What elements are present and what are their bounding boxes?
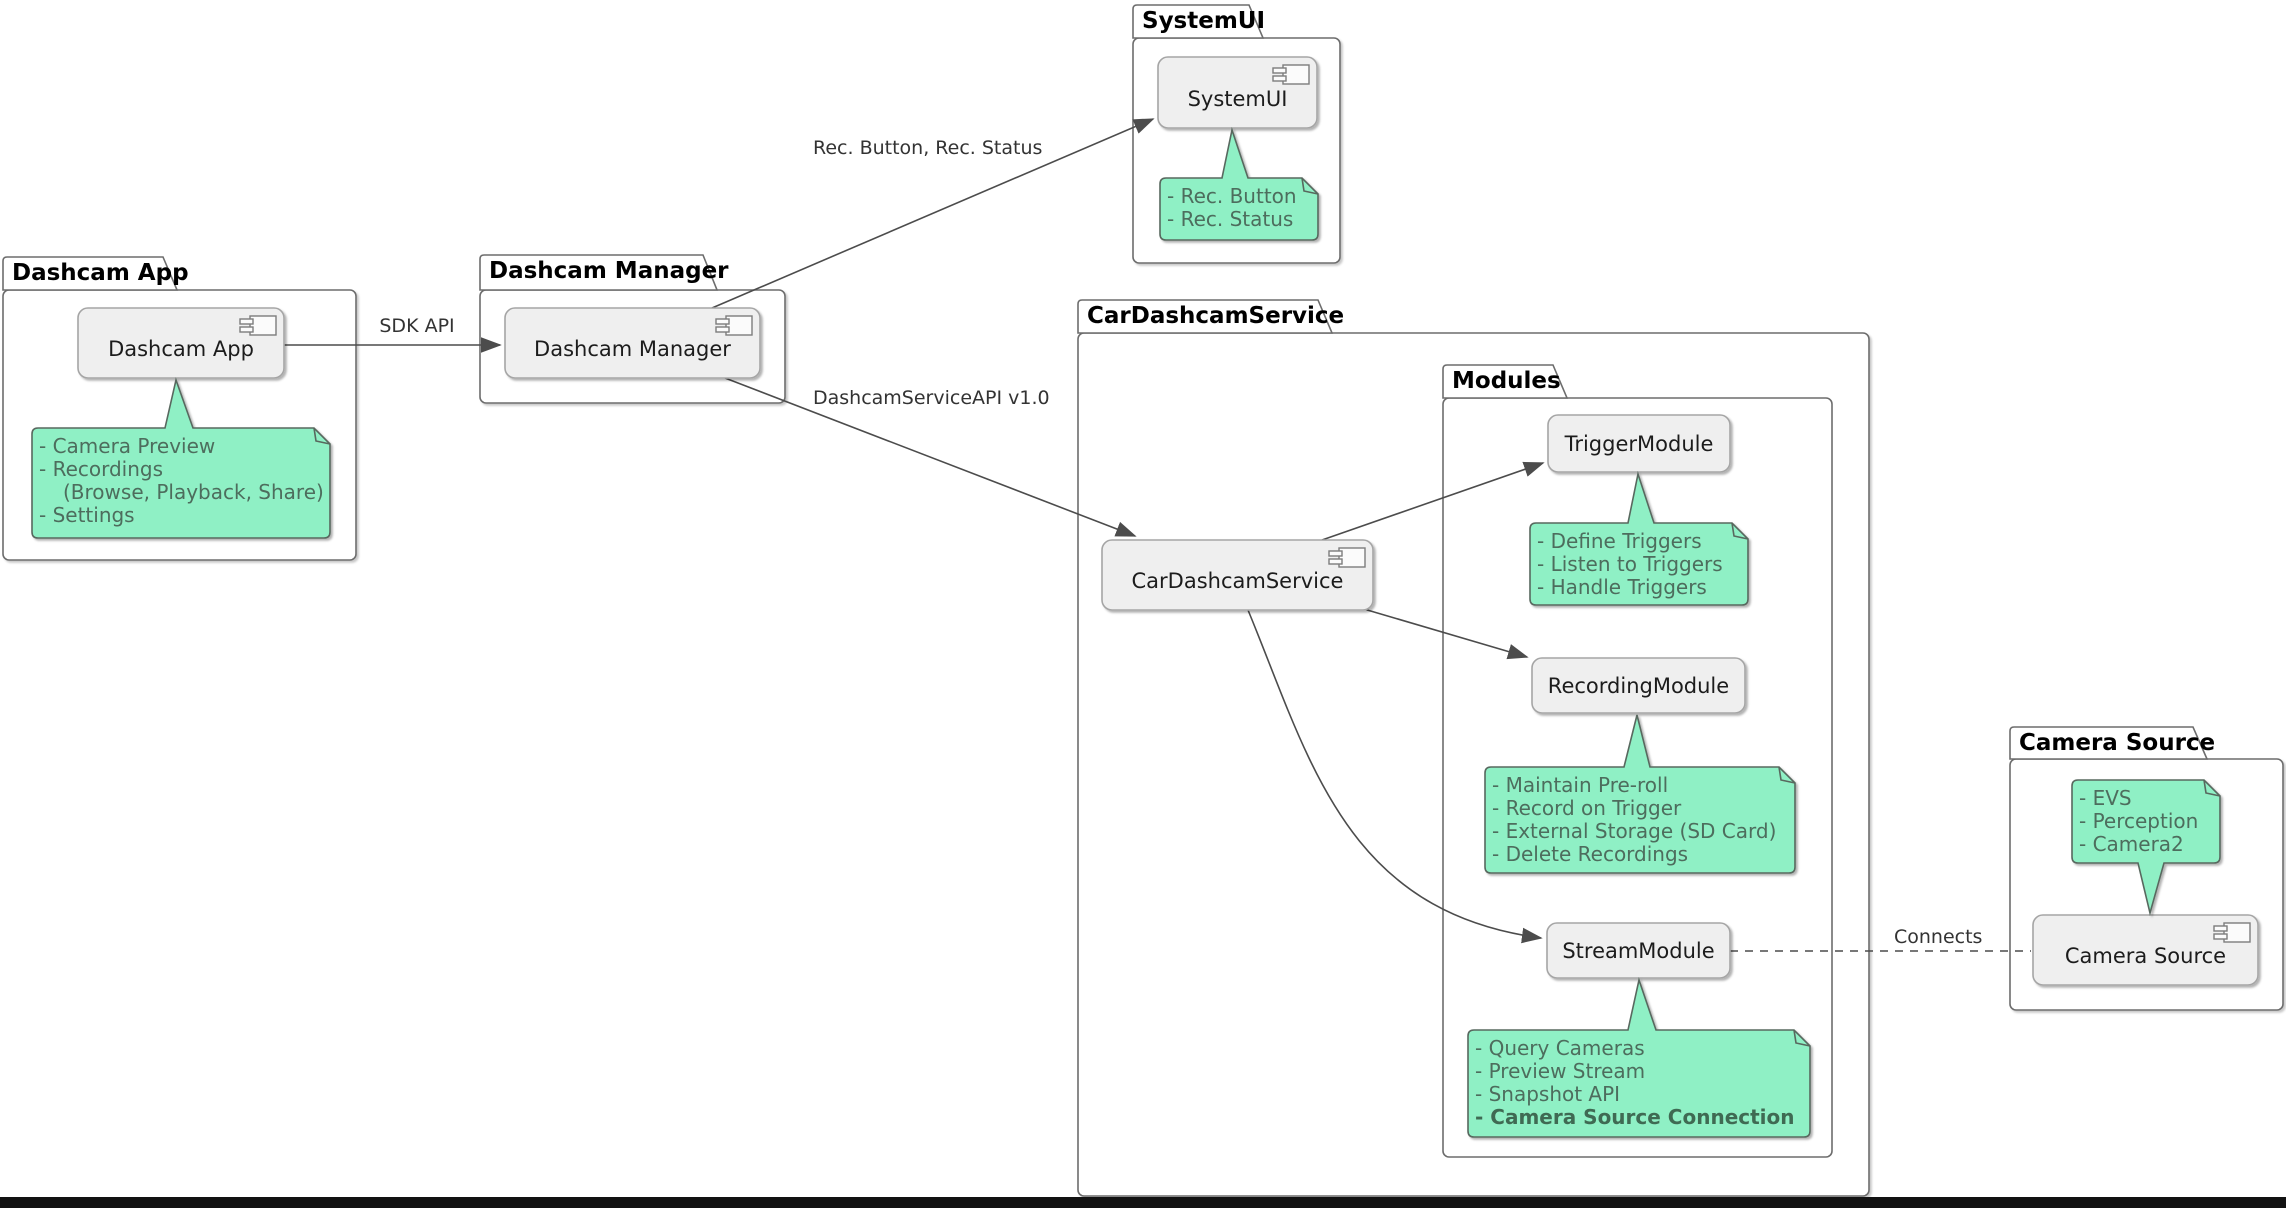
component-recording-module-box [1531, 657, 1746, 714]
edge-label-rec-button-status: Rec. Button, Rec. Status [813, 137, 1043, 159]
component-car-dashcam-service-box [1101, 539, 1374, 611]
component-systemui: SystemUI [1187, 86, 1288, 111]
note-recording-module-shape [1484, 714, 1796, 874]
package-title-camera-source: Camera Source [2019, 730, 2216, 756]
note-recording-module: - Maintain Pre-roll - Record on Trigger … [1492, 774, 1776, 866]
note-systemui: - Rec. Button - Rec. Status [1167, 185, 1297, 231]
note-line: - Recordings [39, 457, 164, 481]
component-camera-source-box [2032, 914, 2259, 986]
note-camera-source-shape [2071, 779, 2221, 917]
edge-rec-button-status [711, 118, 1155, 309]
note-fold-icon [1793, 1029, 1811, 1047]
note-line: - Record on Trigger [1492, 796, 1682, 820]
note-systemui-shape [1159, 126, 1319, 241]
package-title-dashcam-app: Dashcam App [12, 260, 189, 286]
note-line: - Preview Stream [1475, 1059, 1646, 1083]
package-title-car-dashcam-service: CarDashcamService [1087, 303, 1345, 329]
edge-label-connects: Connects [1894, 926, 1983, 948]
component-icon [2213, 922, 2251, 943]
note-fold-icon [2203, 779, 2221, 797]
note-line: - Maintain Pre-roll [1492, 773, 1669, 797]
note-line: - Perception [2079, 809, 2199, 833]
component-icon [1272, 64, 1310, 85]
component-car-dashcam-service: CarDashcamService [1131, 569, 1344, 593]
note-line: - EVS [2079, 786, 2132, 810]
note-stream-module: - Query Cameras - Preview Stream - Snaps… [1475, 1037, 1795, 1129]
note-line: - Delete Recordings [1492, 842, 1689, 866]
component-systemui-box [1157, 56, 1318, 129]
package-camera-source-tab [2009, 726, 2209, 760]
note-trigger-module: - Define Triggers - Listen to Triggers -… [1537, 530, 1723, 599]
note-line: - Camera Preview [39, 434, 216, 458]
component-dashcam-manager: Dashcam Manager [534, 337, 731, 361]
edge-service-to-trigger [1321, 461, 1545, 541]
component-camera-source: Camera Source [2064, 944, 2227, 968]
note-line: (Browse, Playback, Share) [63, 480, 324, 504]
note-line: - Snapshot API [1475, 1082, 1621, 1106]
package-title-systemui: SystemUI [1142, 8, 1266, 34]
note-fold-icon [313, 427, 331, 445]
edge-service-to-recording [1356, 606, 1529, 660]
note-line: - Camera2 [2079, 832, 2184, 856]
package-dashcam-manager-tab [479, 254, 719, 291]
note-line: - Query Cameras [1475, 1036, 1645, 1060]
package-title-modules: Modules [1452, 368, 1561, 394]
note-dashcam-app: - Camera Preview - Recordings (Browse, P… [39, 435, 324, 527]
note-line: - Listen to Triggers [1537, 552, 1723, 576]
bottom-bar [0, 1197, 2286, 1208]
component-stream-module: StreamModule [1562, 938, 1715, 963]
note-line: - Camera Source Connection [1475, 1105, 1795, 1129]
note-line: - Rec. Status [1167, 207, 1294, 231]
note-trigger-module-shape [1529, 470, 1749, 606]
component-stream-module-box [1546, 922, 1731, 979]
component-trigger-module: TriggerModule [1564, 431, 1714, 456]
component-dashcam-app: Dashcam App [108, 337, 254, 361]
note-camera-source: - EVS - Perception - Camera2 [2079, 787, 2198, 856]
note-line: - Settings [39, 503, 135, 527]
component-recording-module: RecordingModule [1547, 673, 1730, 698]
component-icon [715, 315, 753, 336]
note-line: - Define Triggers [1537, 529, 1702, 553]
note-stream-module-shape [1467, 977, 1811, 1138]
package-title-dashcam-manager: Dashcam Manager [489, 258, 729, 284]
note-line: - Handle Triggers [1537, 575, 1707, 599]
edge-label-sdk-api: SDK API [379, 315, 455, 337]
component-dashcam-manager-box [504, 307, 761, 379]
edge-dashcam-service-api [724, 377, 1137, 537]
component-icon [239, 315, 277, 336]
note-line: - Rec. Button [1167, 184, 1297, 208]
note-fold-icon [1731, 522, 1749, 540]
package-car-dashcam-service-tab [1077, 299, 1334, 334]
component-dashcam-app-box [77, 307, 285, 379]
edge-label-dashcam-service-api: DashcamServiceAPI v1.0 [813, 387, 1050, 409]
note-dashcam-app-shape [31, 377, 331, 539]
package-dashcam-app-tab [2, 256, 179, 291]
note-fold-icon [1778, 766, 1796, 784]
package-modules-tab [1442, 364, 1569, 399]
note-line: - External Storage (SD Card) [1492, 819, 1777, 843]
component-icon [1328, 547, 1366, 568]
edge-service-to-stream [1247, 609, 1543, 944]
package-systemui-tab [1132, 4, 1265, 39]
note-fold-icon [1301, 177, 1319, 195]
component-trigger-module-box [1547, 414, 1731, 473]
